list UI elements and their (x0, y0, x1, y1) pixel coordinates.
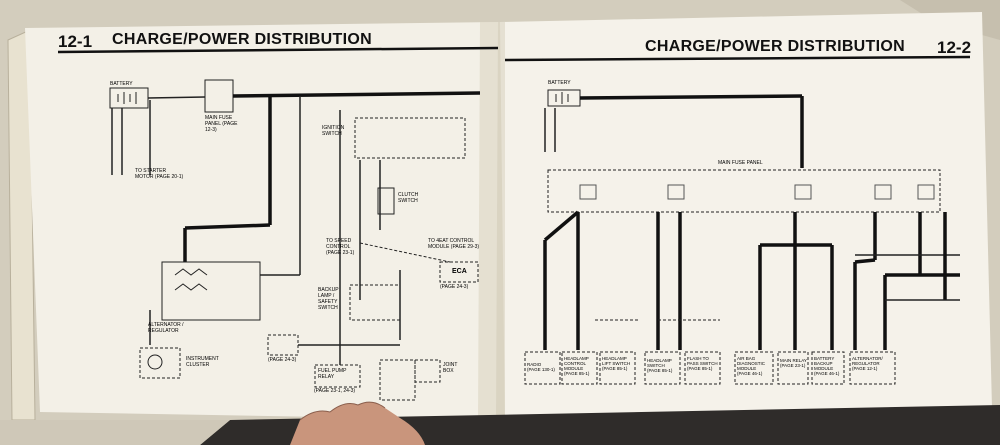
eca-box (439, 261, 479, 283)
instrument-cluster-box (139, 347, 181, 379)
ignition-switch-box (354, 117, 466, 159)
main-fuse-panel-right (547, 169, 941, 213)
fuel-pump-relay-box (314, 364, 361, 388)
right-diagram (524, 89, 960, 385)
alternator-box (161, 261, 261, 321)
hand (290, 401, 425, 445)
clutch-switch-symbol (377, 187, 395, 215)
left-diagram (109, 79, 481, 401)
right-page (500, 12, 992, 426)
